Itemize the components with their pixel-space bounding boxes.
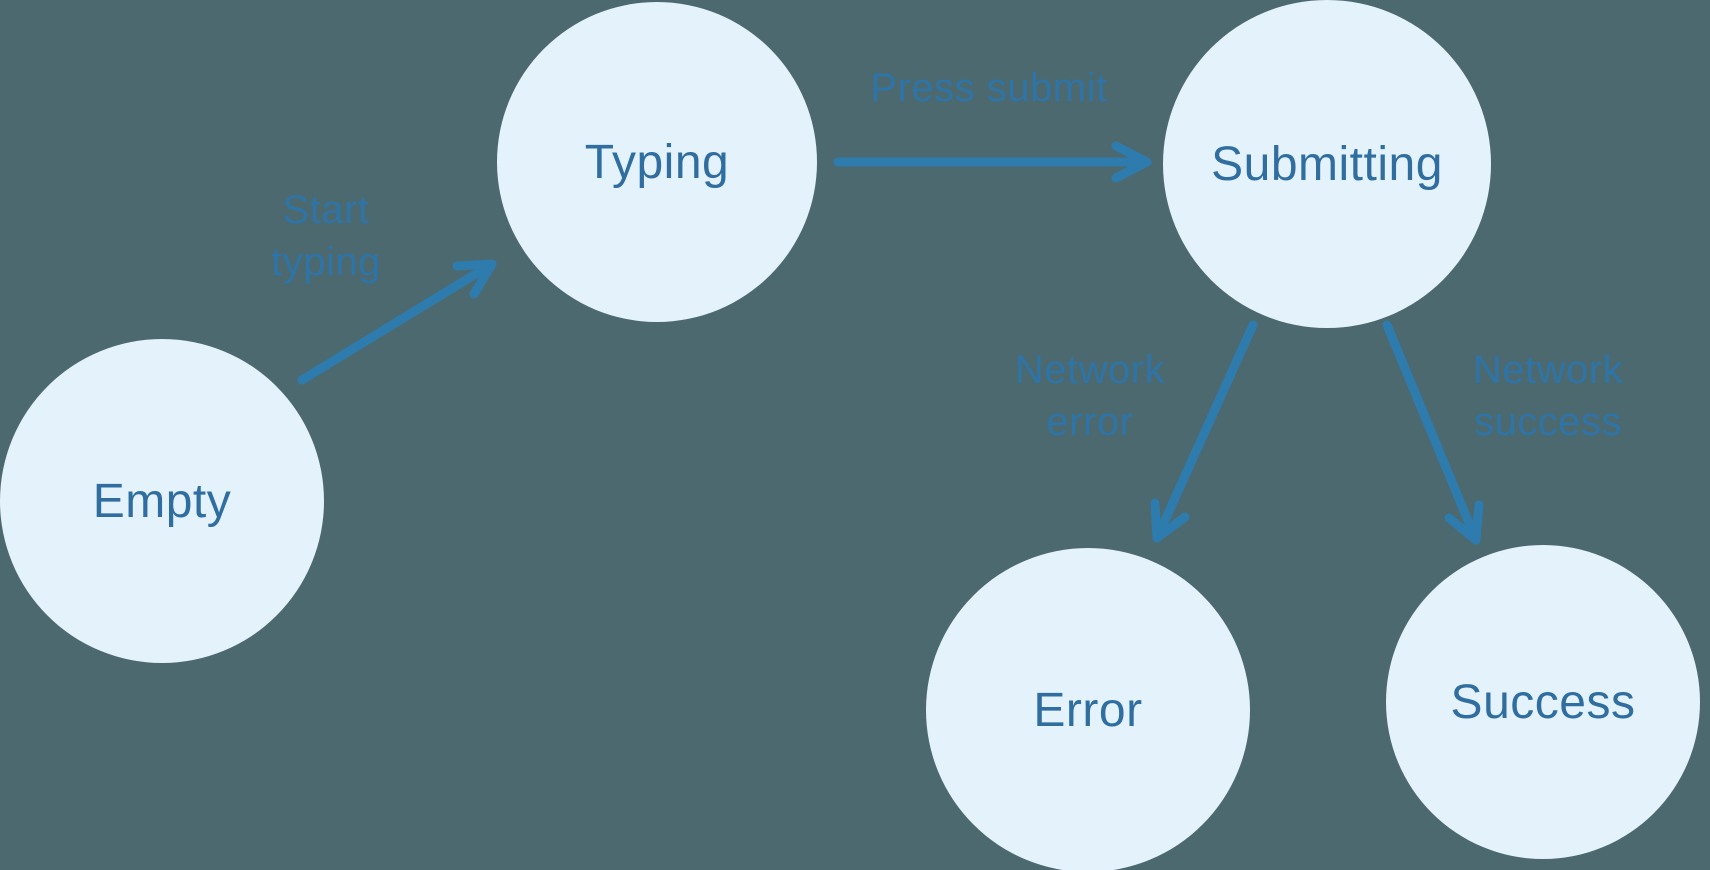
state-node-typing: Typing <box>497 2 817 322</box>
state-label-success: Success <box>1450 675 1636 729</box>
arrowhead-icon <box>1444 500 1484 545</box>
state-node-empty: Empty <box>0 339 324 663</box>
transition-label-network-error: Network error <box>1014 348 1166 444</box>
transition-label-press-submit: Press submit <box>870 66 1108 110</box>
edge-arrow-press-submit <box>833 141 1152 183</box>
state-label-empty: Empty <box>92 474 232 528</box>
state-node-submitting: Submitting <box>1163 0 1491 328</box>
edge-arrow-network-success <box>1382 320 1484 545</box>
arrowhead-icon <box>452 259 497 299</box>
state-label-submitting: Submitting <box>1211 137 1443 191</box>
state-node-error: Error <box>926 548 1250 870</box>
state-label-typing: Typing <box>584 135 730 189</box>
transition-label-start-typing: Start typing <box>271 188 381 284</box>
arrowhead-icon <box>1111 141 1152 183</box>
transition-label-network-success: Network success <box>1472 348 1624 444</box>
edge-arrow-start-typing <box>297 259 497 385</box>
state-label-error: Error <box>1033 683 1143 737</box>
arrowhead-icon <box>1150 498 1190 543</box>
state-node-success: Success <box>1386 545 1700 859</box>
edge-arrow-network-error <box>1150 320 1258 543</box>
